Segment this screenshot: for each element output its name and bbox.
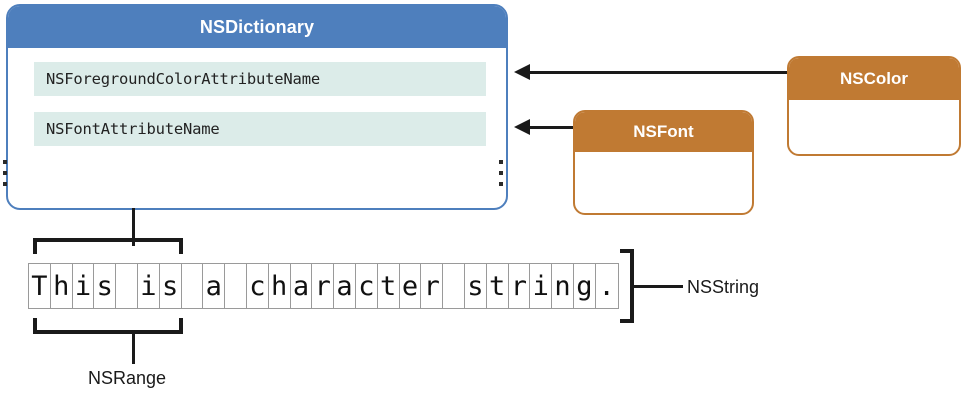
character-cell: i <box>530 264 553 308</box>
nscolor-connector-line <box>530 71 788 74</box>
nsfont-title: NSFont <box>575 112 752 152</box>
character-cell: r <box>509 264 531 308</box>
character-cell: g <box>574 264 596 308</box>
nsrange-label: NSRange <box>88 368 167 388</box>
character-cell: r <box>312 264 335 308</box>
nscolor-arrowhead-icon <box>514 64 530 80</box>
nsdictionary-box: NSDictionary NSForegroundColorAttributeN… <box>6 4 508 210</box>
nsfont-arrowhead-icon <box>514 119 530 135</box>
character-cell: t <box>487 264 509 308</box>
dictionary-to-string-connector <box>132 208 135 246</box>
nsdictionary-title: NSDictionary <box>8 6 506 48</box>
dictionary-row-font: NSFontAttributeName <box>34 112 486 146</box>
nsstring-label: NSString <box>687 277 760 297</box>
character-cell: n <box>552 264 574 308</box>
vertical-ellipsis-icon <box>499 160 503 186</box>
nsstring-leader-line <box>633 285 683 288</box>
dictionary-key-label: NSForegroundColorAttributeName <box>46 70 320 88</box>
nsrange-top-bracket <box>33 238 183 254</box>
character-cell: T <box>29 264 51 308</box>
nsrange-bottom-bracket <box>33 318 183 334</box>
character-cell <box>116 264 138 308</box>
character-cell: i <box>73 264 95 308</box>
character-cell: e <box>400 264 422 308</box>
dictionary-key-label: NSFontAttributeName <box>46 120 220 138</box>
character-cell: i <box>138 264 160 308</box>
character-cell <box>182 264 204 308</box>
character-cell: a <box>334 264 356 308</box>
nsrange-leader-line <box>132 330 135 364</box>
character-cell <box>443 264 465 308</box>
character-cell: . <box>598 270 615 302</box>
vertical-ellipsis-icon <box>3 160 7 186</box>
nsfont-connector-line <box>530 126 574 129</box>
character-cell <box>225 264 247 308</box>
character-cell: r <box>421 264 444 308</box>
dictionary-row-foreground-color: NSForegroundColorAttributeName <box>34 62 486 96</box>
character-cell: s <box>465 264 487 308</box>
character-cell: s <box>94 264 117 308</box>
nsfont-box: NSFont <box>573 110 754 215</box>
character-cell: h <box>51 264 73 308</box>
character-cell: a <box>291 264 313 308</box>
character-cell: c <box>247 264 269 308</box>
character-cell: s <box>160 264 182 308</box>
character-cell: c <box>356 264 378 308</box>
character-cell: a <box>203 264 226 308</box>
nscolor-box: NSColor <box>787 56 961 156</box>
character-cell: h <box>269 264 291 308</box>
nsstring-bracket <box>620 249 634 323</box>
nscolor-title: NSColor <box>789 58 959 100</box>
character-cell: t <box>378 264 400 308</box>
